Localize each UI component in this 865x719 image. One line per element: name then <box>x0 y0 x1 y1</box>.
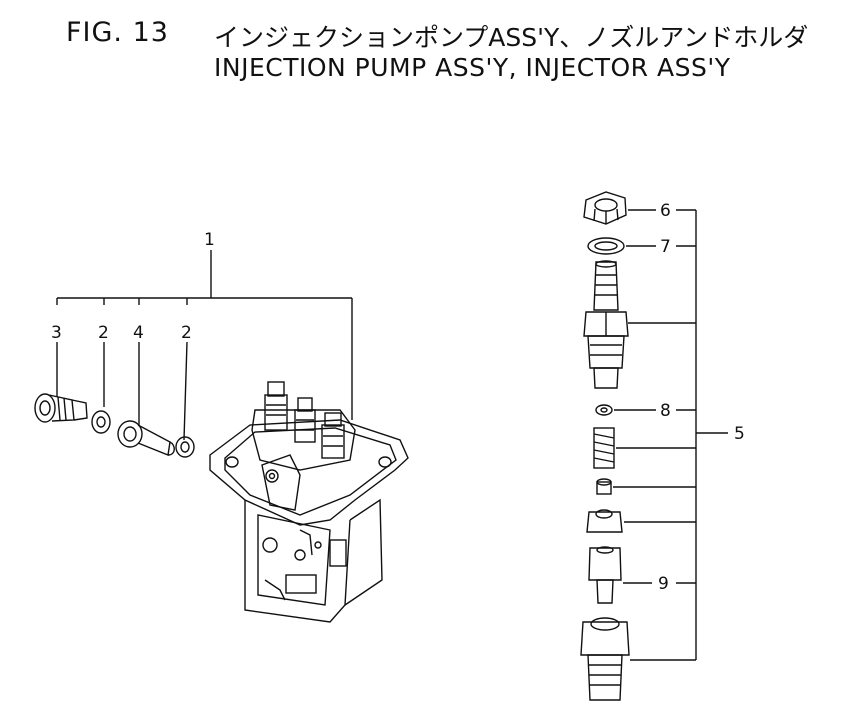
callout-2: 2 <box>98 323 109 343</box>
injector-gasket <box>587 237 625 255</box>
callout-5: 5 <box>734 424 745 444</box>
figure-title-english: INJECTION PUMP ASS'Y, INJECTOR ASS'Y <box>214 53 731 82</box>
pump-group-leaders <box>56 250 353 441</box>
copper-washer <box>91 410 111 434</box>
adjusting-shim <box>595 404 613 416</box>
callout-6: 6 <box>660 201 671 221</box>
copper-washer-second <box>175 436 195 458</box>
injection-nozzle <box>588 546 622 604</box>
injector-cap-nut <box>583 191 627 225</box>
spring-seat <box>596 478 612 495</box>
pressure-spring <box>593 427 615 469</box>
figure-number: FIG. 13 <box>66 17 169 48</box>
callout-7: 7 <box>660 237 671 257</box>
callout-8: 8 <box>660 401 671 421</box>
callout-9: 9 <box>658 574 669 594</box>
injector-group-leaders <box>613 209 728 661</box>
nozzle-holder-body <box>583 260 629 389</box>
figure-header: FIG. 13 インジェクションポンプASS'Y、ノズルアンドホルダ INJEC… <box>0 0 865 90</box>
banjo-bolt <box>34 393 88 423</box>
callout-1: 1 <box>204 230 215 250</box>
figure-title-japanese: インジェクションポンプASS'Y、ノズルアンドホルダ <box>214 23 809 52</box>
injection-pump-body <box>209 381 409 623</box>
callout-2-second: 2 <box>181 323 192 343</box>
callout-4: 4 <box>133 323 144 343</box>
nozzle-retaining-nut <box>580 617 630 701</box>
callout-3: 3 <box>51 323 62 343</box>
distance-piece <box>586 509 623 533</box>
banjo-fitting <box>117 420 175 456</box>
